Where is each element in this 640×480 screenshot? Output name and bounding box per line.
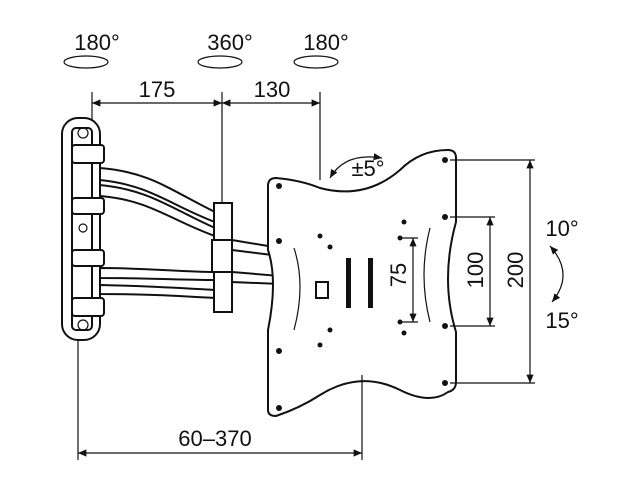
tilt-arrow-icon: [549, 245, 564, 303]
middle-swivel-label: 360°: [207, 30, 253, 55]
vesa-100-label: 100: [463, 252, 488, 289]
tv-mounting-plate: [267, 148, 457, 418]
left-swivel-label: 180°: [74, 30, 120, 55]
vesa-dimension-lines: [400, 159, 535, 384]
first-arm-length: 175: [139, 77, 176, 102]
extension-range-label: 60–370: [178, 426, 251, 451]
right-swivel-label: 180°: [303, 30, 349, 55]
swivel-arrow-icons: [63, 55, 339, 69]
vesa-75-label: 75: [386, 263, 411, 287]
articulating-arms: [99, 166, 281, 313]
tilt-down-label: 15°: [545, 308, 578, 333]
rotation-label: ±5°: [351, 156, 384, 181]
second-arm-length: 130: [254, 77, 291, 102]
extension-dimension-lines: [77, 340, 363, 460]
vesa-200-label: 200: [503, 252, 528, 289]
tilt-up-label: 10°: [545, 216, 578, 241]
rotation-arrow-icon: [329, 153, 383, 179]
wall-plate: [61, 117, 105, 341]
arm-dimension-lines: [91, 92, 321, 205]
